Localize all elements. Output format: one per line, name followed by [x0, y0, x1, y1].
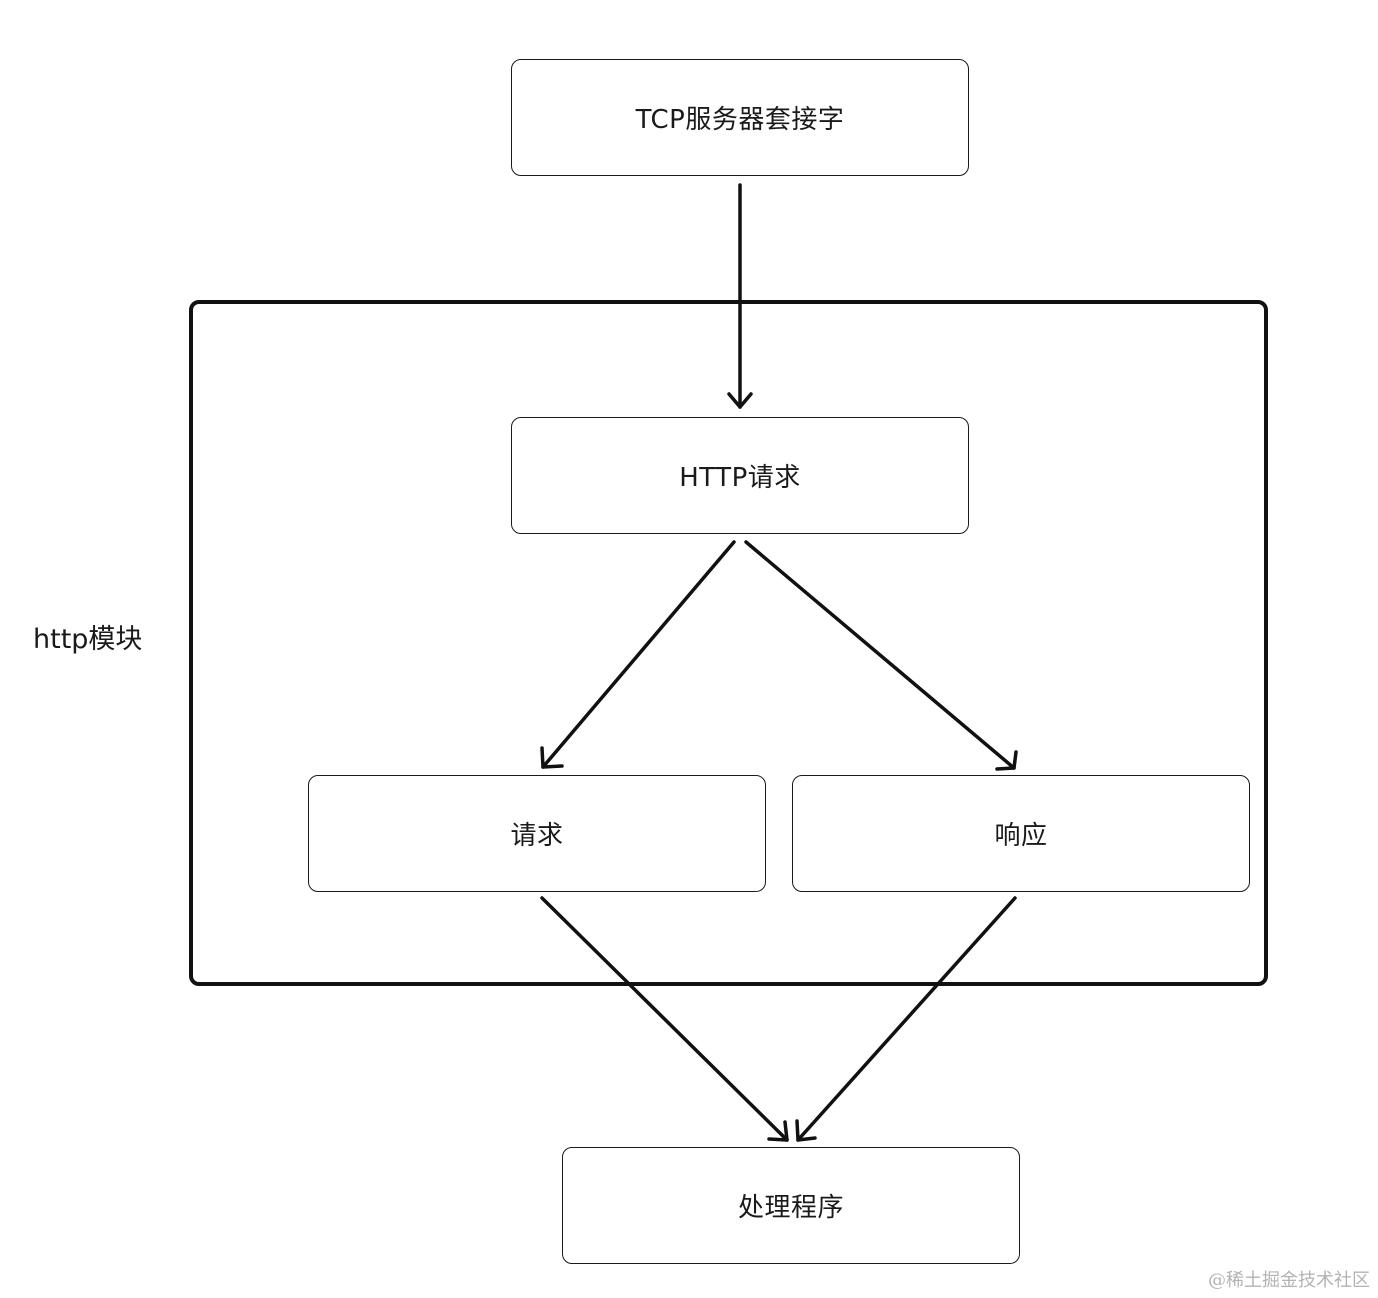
handler-label: 处理程序	[737, 1193, 844, 1223]
tcp-socket-node: TCP服务器套接字	[511, 59, 969, 176]
http-request-label: HTTP请求	[679, 463, 801, 493]
edge-request-to-handler	[540, 896, 789, 1142]
tcp-socket-label: TCP服务器套接字	[635, 105, 845, 135]
request-node: 请求	[308, 775, 766, 892]
watermark: @稀土掘金技术社区	[1208, 1270, 1370, 1291]
http-request-node: HTTP请求	[511, 417, 969, 534]
handler-node: 处理程序	[562, 1147, 1020, 1264]
response-label: 响应	[994, 821, 1048, 851]
edge-http-request-to-response	[744, 540, 1018, 771]
request-label: 请求	[510, 821, 564, 851]
http-module-label: http模块	[33, 624, 143, 655]
edge-tcp-to-http-request	[727, 183, 753, 409]
response-node: 响应	[792, 775, 1250, 892]
http-module-frame	[189, 300, 1268, 986]
edge-response-to-handler	[795, 896, 1017, 1142]
edge-http-request-to-request	[540, 540, 736, 769]
